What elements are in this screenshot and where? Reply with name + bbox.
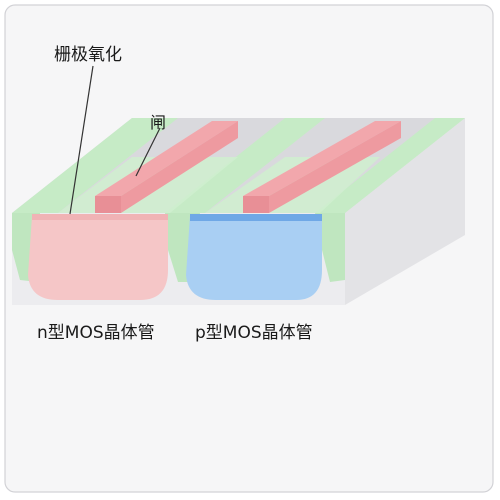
gate-p-top [243, 121, 401, 196]
leader-line-gate [135, 127, 161, 177]
trench-right [315, 213, 345, 282]
oxide-strip-left-back [12, 118, 178, 213]
p-channel-oxide [190, 214, 322, 221]
gate-p-front [243, 196, 269, 213]
n-well [28, 216, 168, 300]
gate-n-front [95, 196, 121, 213]
label-pmos-transistor: p型MOS晶体管 [195, 323, 313, 343]
gate-n-side [121, 121, 238, 213]
n-channel-oxide [32, 214, 168, 220]
oxide-strip-middle [165, 118, 325, 213]
label-gate-oxide: 栅极氧化 [54, 45, 122, 65]
p-well [186, 216, 322, 300]
substrate-side-face [345, 118, 465, 305]
oxide-strip-right [315, 118, 465, 213]
gate-p-side [269, 121, 401, 213]
label-gate: 闸 [150, 113, 167, 132]
leader-line-gate-oxide [69, 65, 94, 215]
label-nmos-transistor: n型MOS晶体管 [37, 323, 155, 343]
gate-n-top [95, 121, 238, 196]
